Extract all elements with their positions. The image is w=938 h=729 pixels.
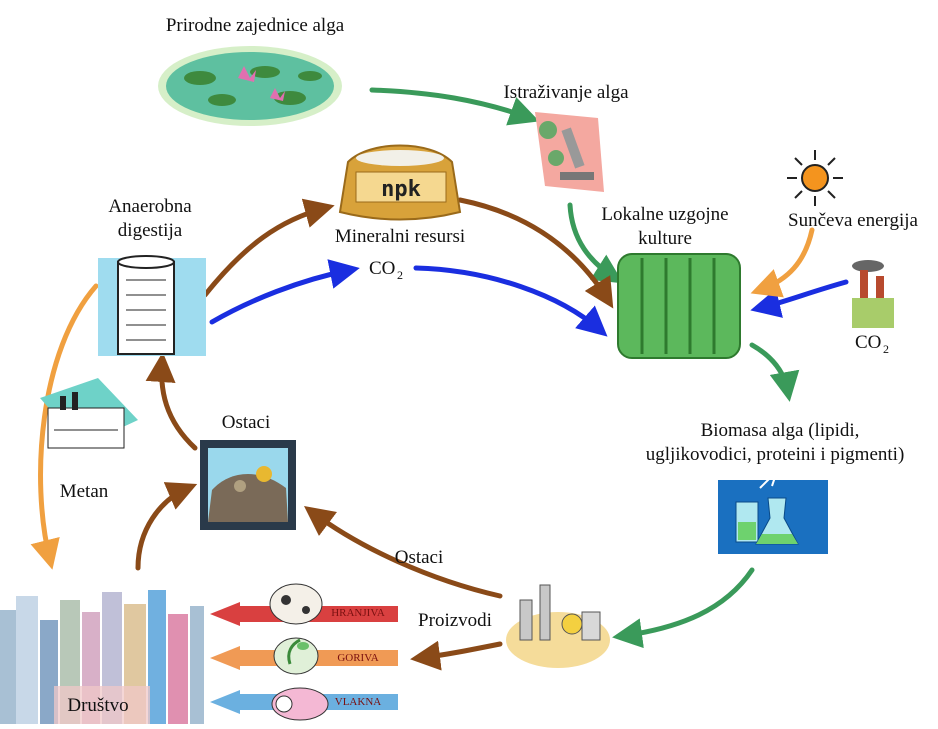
arrow-flask-to-refinery (612, 567, 755, 649)
pond-icon (158, 46, 342, 126)
arrow-culture-to-biomass (749, 342, 800, 402)
photobioreactor-icon (617, 253, 741, 359)
arrow-residues-to-digestion (145, 352, 198, 451)
methane-label: Metan (60, 481, 109, 502)
biomass-label-line2: ugljikovodici, proteini i pigmenti) (646, 444, 905, 465)
power-plant-icon (40, 378, 138, 449)
arrow-mineral-to-culture (457, 197, 614, 309)
residues-mid-label: Ostaci (395, 547, 444, 568)
arrow-digestion-to-mineral (202, 198, 335, 298)
svg-text:GORIVA: GORIVA (337, 652, 378, 664)
svg-text:CO: CO (855, 332, 881, 353)
arrow-co2-to-culture (413, 265, 608, 337)
factory-co2-label: CO 2 (855, 332, 889, 356)
arrow-digestion-to-city (30, 283, 99, 570)
svg-text:CO: CO (369, 258, 395, 279)
arrow-digestion-co2 (209, 259, 360, 325)
landfill-icon (200, 440, 296, 530)
research-label: Istraživanje alga (503, 82, 629, 103)
svg-text:VLAKNA: VLAKNA (335, 696, 381, 708)
local-cultures-label-line2: kulture (638, 228, 692, 249)
svg-text:2: 2 (883, 342, 889, 356)
svg-text:HRANJIVA: HRANJIVA (331, 607, 385, 619)
npk-text: npk (381, 177, 421, 202)
anaerobic-label-line1: Anaerobna (108, 196, 192, 217)
society-label: Društvo (67, 695, 128, 716)
plant-icon (273, 637, 319, 675)
products-label: Proizvodi (418, 610, 492, 631)
cow-icon (269, 583, 323, 625)
flow-arrows (30, 87, 849, 671)
natural-communities-label: Prirodne zajednice alga (166, 15, 345, 36)
factory-icon (852, 260, 894, 328)
lab-flask-icon (718, 473, 828, 554)
residues-top-label: Ostaci (222, 412, 271, 433)
arrow-refinery-to-residues (303, 506, 503, 599)
anaerobic-tank-icon (98, 255, 206, 356)
biomass-label-line1: Biomasa alga (lipidi, (701, 420, 860, 441)
paper-roll-icon (271, 687, 329, 721)
npk-sack-icon: npk (338, 144, 462, 221)
sun-icon (787, 150, 843, 206)
arrow-city-to-residues (135, 482, 198, 571)
refinery-icon (506, 584, 610, 668)
sun-energy-label: Sunčeva energija (788, 210, 919, 231)
mineral-resources-label: Mineralni resursi (335, 226, 465, 247)
arrow-research-to-culture (567, 202, 624, 284)
arrow-refinery-to-products (410, 640, 503, 671)
arrow-pond-to-research (369, 87, 540, 126)
anaerobic-label-line2: digestija (118, 220, 183, 241)
co2-middle-label: CO 2 (369, 258, 403, 282)
microscope-icon (535, 112, 604, 192)
city-icon (0, 590, 204, 724)
arrow-factory-co2-to-culture (750, 279, 849, 318)
arrow-sun-to-culture (750, 227, 815, 298)
local-cultures-label-line1: Lokalne uzgojne (601, 204, 728, 225)
svg-text:2: 2 (397, 268, 403, 282)
